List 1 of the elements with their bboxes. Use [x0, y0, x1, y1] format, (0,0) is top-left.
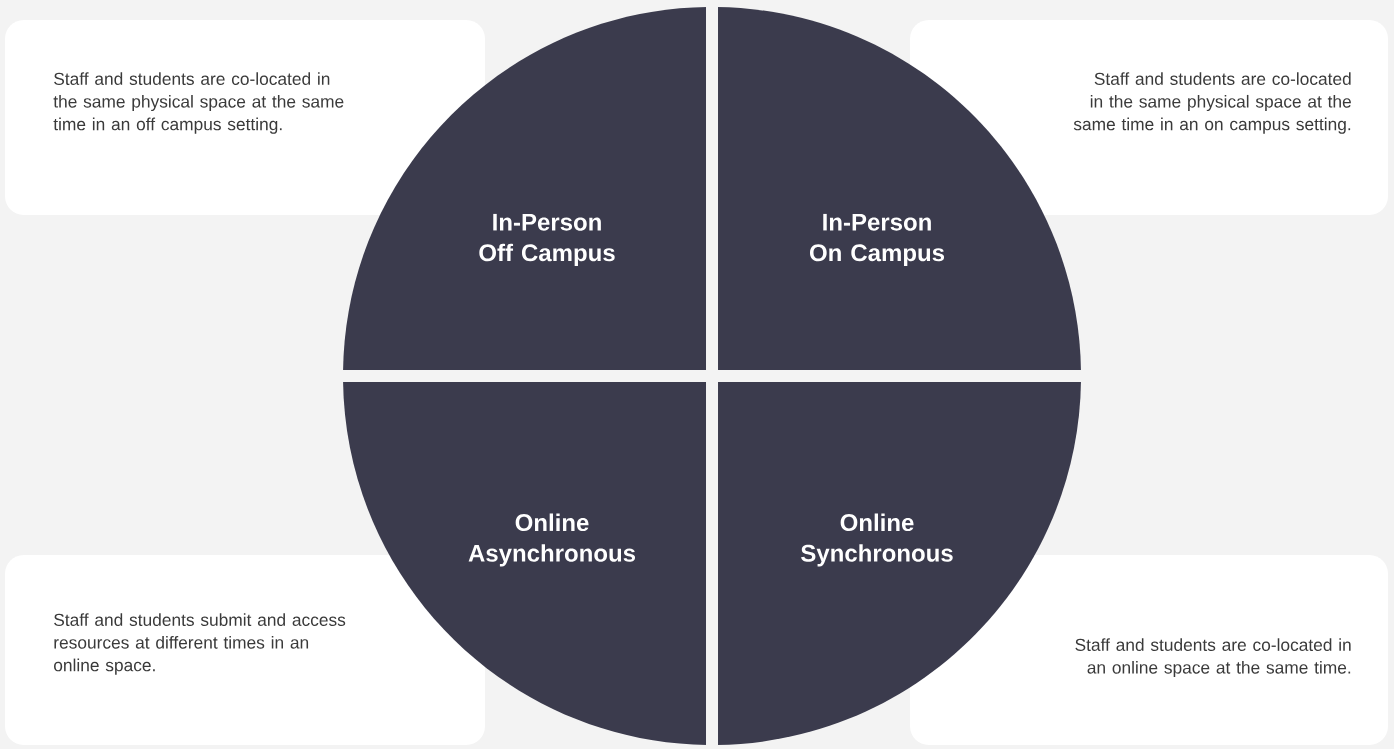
- text-card: Staff and students are co-located in the same physical space at the same time in an off campus setting.: [5, 20, 485, 215]
